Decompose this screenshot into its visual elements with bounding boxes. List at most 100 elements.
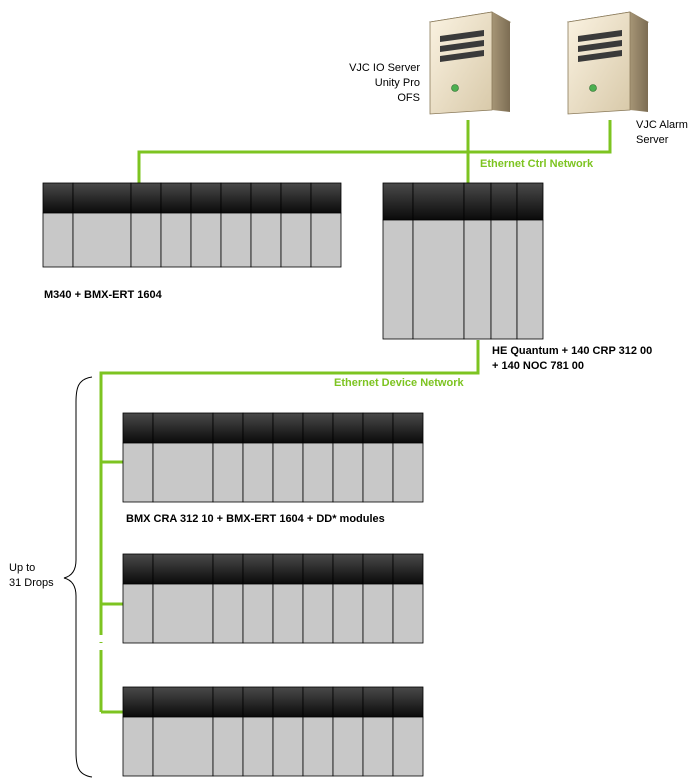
module-slot-top xyxy=(272,553,304,585)
module-slot-body xyxy=(302,716,334,777)
module-slot-top xyxy=(42,182,74,214)
module-slot-top xyxy=(190,182,222,214)
module-slot-body xyxy=(212,583,244,644)
alarm-server-label-line-1: VJC Alarm xyxy=(636,119,688,131)
drops-count-line-2: 31 Drops xyxy=(9,577,54,589)
module-slot-body xyxy=(242,583,274,644)
module-slot-top xyxy=(392,553,424,585)
module-slot-top xyxy=(362,412,394,444)
module-slot-top xyxy=(122,553,154,585)
module-slot-top xyxy=(272,412,304,444)
ethernet-device-network-label: Ethernet Device Network xyxy=(334,377,464,389)
ethernet-ctrl-network-line xyxy=(137,120,612,183)
module-slot-top xyxy=(310,182,342,214)
module-slot-body xyxy=(160,212,192,268)
module-slot-top xyxy=(362,553,394,585)
module-slot-top xyxy=(332,686,364,718)
module-slot-top xyxy=(280,182,312,214)
module-slot-body xyxy=(190,212,222,268)
module-slot-body xyxy=(362,716,394,777)
module-slot-top xyxy=(152,686,214,718)
module-slot-top xyxy=(242,553,274,585)
module-slot-body xyxy=(302,583,334,644)
module-slot-body xyxy=(242,716,274,777)
ethernet-ctrl-network-label: Ethernet Ctrl Network xyxy=(480,158,594,170)
module-slot-top xyxy=(242,412,274,444)
module-slot-body xyxy=(242,442,274,503)
module-slot-body xyxy=(332,716,364,777)
ethernet-device-network-line xyxy=(99,340,480,714)
module-slot-body xyxy=(250,212,282,268)
m340-rack xyxy=(42,182,342,268)
module-slot-body xyxy=(272,716,304,777)
module-slot-top xyxy=(152,412,214,444)
io-server-label-line-3: OFS xyxy=(397,92,420,104)
module-slot-body xyxy=(302,442,334,503)
drops-brace xyxy=(63,376,93,778)
module-slot-top xyxy=(122,412,154,444)
module-slot-body xyxy=(332,442,364,503)
module-slot-body xyxy=(280,212,312,268)
drop-label: BMX CRA 312 10 + BMX-ERT 1604 + DD* modu… xyxy=(126,513,385,525)
module-slot-top xyxy=(302,553,334,585)
module-slot-body xyxy=(463,219,492,340)
m340-label: M340 + BMX-ERT 1604 xyxy=(44,289,162,301)
module-slot-body xyxy=(310,212,342,268)
module-slot-body xyxy=(72,212,132,268)
module-slot-top xyxy=(362,686,394,718)
module-slot-body xyxy=(152,442,214,503)
drops-count-line-1: Up to xyxy=(9,562,36,574)
module-slot-body xyxy=(152,583,214,644)
io-server-label-line-1: VJC IO Server xyxy=(349,62,420,74)
module-slot-top xyxy=(332,412,364,444)
module-slot-body xyxy=(392,716,424,777)
module-slot-body xyxy=(362,583,394,644)
module-slot-body xyxy=(490,219,518,340)
module-slot-body xyxy=(122,716,154,777)
io-server-label: VJC IO Server Unity Pro OFS xyxy=(349,61,420,106)
drop-rack-2 xyxy=(122,553,424,644)
module-slot-body xyxy=(122,442,154,503)
module-slot-top xyxy=(72,182,132,214)
quantum-label-line-2: + 140 NOC 781 00 xyxy=(492,360,585,372)
module-slot-top xyxy=(152,553,214,585)
quantum-label: HE Quantum + 140 CRP 312 00 + 140 NOC 78… xyxy=(492,344,652,374)
alarm-server-label: VJC Alarm Server xyxy=(636,118,688,148)
module-slot-body xyxy=(332,583,364,644)
module-slot-top xyxy=(332,553,364,585)
module-slot-body xyxy=(42,212,74,268)
quantum-rack xyxy=(382,182,544,340)
module-slot-top xyxy=(272,686,304,718)
module-slot-top xyxy=(302,686,334,718)
module-slot-top xyxy=(122,686,154,718)
module-slot-body xyxy=(152,716,214,777)
module-slot-top xyxy=(212,553,244,585)
module-slot-body xyxy=(122,583,154,644)
module-slot-top xyxy=(392,412,424,444)
module-slot-body xyxy=(212,716,244,777)
io-server-label-line-2: Unity Pro xyxy=(374,77,420,89)
quantum-label-line-1: HE Quantum + 140 CRP 312 00 xyxy=(492,345,653,357)
drop-rack-3 xyxy=(122,686,424,777)
module-slot-top xyxy=(382,182,414,221)
module-slot-body xyxy=(392,583,424,644)
module-slot-top xyxy=(212,686,244,718)
drops-count-label: Up to 31 Drops xyxy=(9,561,54,591)
module-slot-body xyxy=(362,442,394,503)
module-slot-body xyxy=(412,219,465,340)
module-slot-body xyxy=(220,212,252,268)
drop-rack-1 xyxy=(122,412,424,503)
module-slot-top xyxy=(130,182,162,214)
module-slot-top xyxy=(490,182,518,221)
module-slot-body xyxy=(212,442,244,503)
module-slot-body xyxy=(516,219,544,340)
module-slot-top xyxy=(220,182,252,214)
alarm-server-label-line-2: Server xyxy=(636,134,669,146)
module-slot-top xyxy=(392,686,424,718)
module-slot-body xyxy=(392,442,424,503)
module-slot-body xyxy=(272,442,304,503)
vjc-alarm-server-icon xyxy=(566,11,650,115)
module-slot-top xyxy=(516,182,544,221)
module-slot-top xyxy=(212,412,244,444)
